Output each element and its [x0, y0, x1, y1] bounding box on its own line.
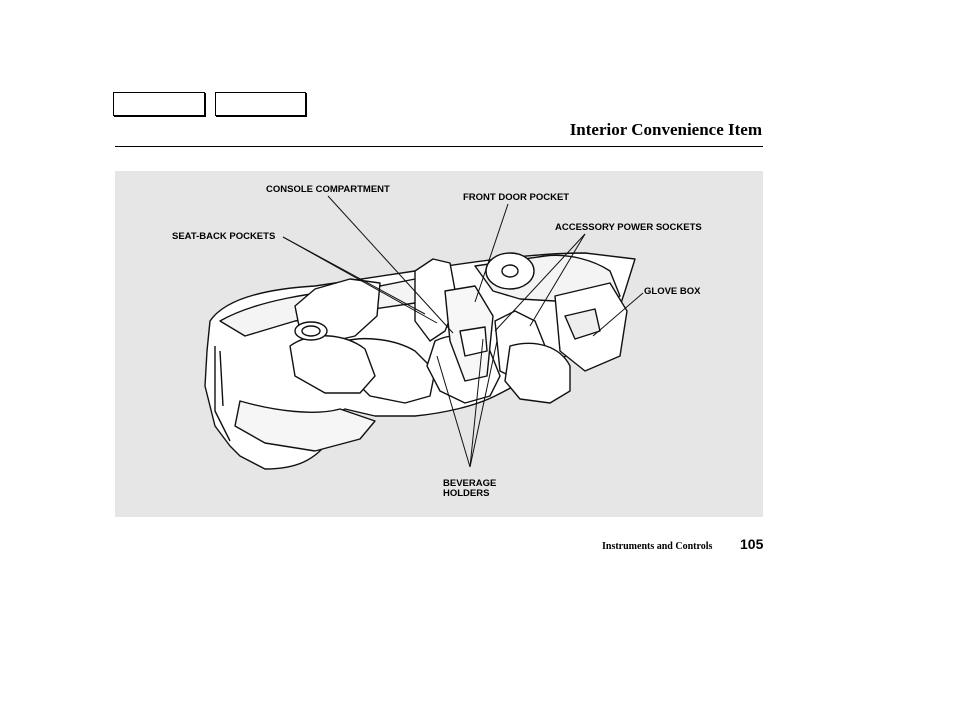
callout-beverage-holders-line1: BEVERAGE [443, 478, 497, 489]
car-interior-illustration [204, 195, 644, 470]
page-number: 105 [740, 536, 764, 552]
page-title: Interior Convenience Item [569, 120, 762, 139]
title-divider [115, 146, 763, 147]
footer-section-label: Instruments and Controls [602, 541, 713, 552]
callout-glove-box: GLOVE BOX [644, 286, 701, 297]
nav-button-next[interactable] [215, 92, 306, 116]
callout-console-compartment: CONSOLE COMPARTMENT [266, 184, 390, 195]
callout-front-door-pocket: FRONT DOOR POCKET [463, 192, 570, 203]
callout-accessory-power-sockets: ACCESSORY POWER SOCKETS [555, 222, 702, 233]
callout-beverage-holders-line2: HOLDERS [443, 488, 490, 499]
nav-button-previous[interactable] [113, 92, 205, 116]
car-interior-figure: CONSOLE COMPARTMENT FRONT DOOR POCKET SE… [115, 171, 763, 517]
callout-seat-back-pockets: SEAT-BACK POCKETS [172, 231, 276, 242]
